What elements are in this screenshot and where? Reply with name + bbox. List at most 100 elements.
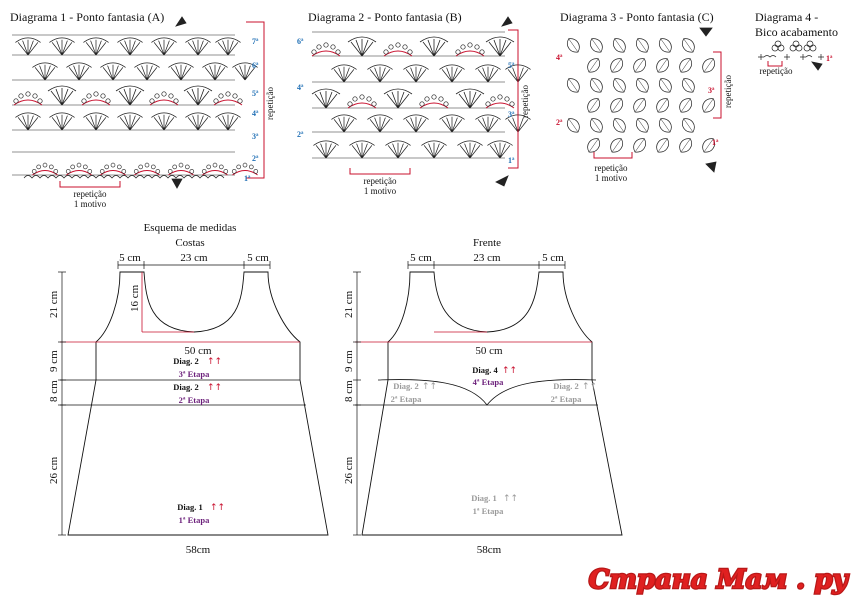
diagram-3-motif-label: 1 motivo	[595, 173, 628, 183]
leaf-motif	[630, 135, 650, 156]
leaf-motif	[586, 75, 606, 96]
leaf-motif	[676, 135, 696, 156]
front-height-4: 26 cm	[343, 456, 355, 484]
back-height-4: 26 cm	[48, 456, 60, 484]
front-strap-left-measure: 5 cm	[410, 252, 432, 264]
row-label: 1ª	[244, 174, 251, 183]
leaf-motif	[676, 95, 696, 116]
diagram-1-motif-label: 1 motivo	[74, 199, 107, 209]
leaf-motif	[607, 95, 627, 116]
front-section-2-right-etapa: 2ª Etapa	[551, 394, 582, 404]
leaf-motif	[632, 35, 652, 56]
fan-motif	[475, 64, 501, 83]
back-neck-width-measure: 23 cm	[180, 252, 208, 264]
leaf-motif	[586, 115, 606, 136]
shell-motif	[81, 91, 111, 106]
diagram-3-title: Diagrama 3 - Ponto fantasia (C)	[560, 10, 714, 24]
front-height-2: 9 cm	[343, 350, 355, 372]
diagram-2-repeat-label: repetição	[364, 176, 397, 186]
front-outline	[361, 271, 623, 536]
front-section-2-right-diag: Diag. 2	[553, 381, 579, 391]
fan-motif	[347, 36, 377, 57]
back-label: Costas	[175, 237, 204, 249]
fan-motif	[47, 85, 77, 106]
leaf-motif	[563, 115, 583, 136]
leaf-motif	[653, 55, 673, 76]
diagram-1-repeat-side: repetição	[265, 87, 275, 120]
leaf-motif	[586, 35, 606, 56]
leaf-motif	[607, 55, 627, 76]
shell-motif	[99, 162, 127, 176]
leaf-motif	[607, 135, 627, 156]
leaf-motif	[655, 35, 675, 56]
leaf-motif	[630, 95, 650, 116]
back-strap-left-measure: 5 cm	[119, 252, 141, 264]
fan-motif	[331, 114, 357, 133]
leaf-motif	[678, 115, 698, 136]
front-section-4-etapa: 4ª Etapa	[473, 377, 504, 387]
leaf-motif	[632, 75, 652, 96]
arrows-icon: ↑↑	[422, 382, 437, 392]
back-outline	[67, 271, 329, 536]
shell-motif	[485, 94, 515, 109]
front-height-3: 8 cm	[343, 380, 355, 402]
diagram-3-repeat-side: repetição	[723, 75, 733, 108]
leaf-motif	[563, 75, 583, 96]
leaf-motif	[653, 95, 673, 116]
arrows-icon: ↑↑	[210, 503, 225, 513]
leaf-motif	[676, 95, 696, 116]
back-height-2: 9 cm	[48, 350, 60, 372]
row-label: 4ª	[556, 53, 563, 62]
leaf-motif	[607, 135, 627, 156]
fan-motif	[421, 140, 447, 159]
shell-motif	[419, 94, 449, 109]
shell-motif	[311, 42, 341, 57]
shell-motif	[213, 91, 243, 106]
fan-motif	[457, 140, 483, 159]
leaf-motif	[653, 95, 673, 116]
arrow-icon	[495, 16, 513, 187]
svg-text:Страна Мам . ру: Страна Мам . ру	[589, 565, 850, 595]
fan-motif	[100, 62, 126, 81]
leaf-motif	[655, 115, 675, 136]
leaf-motif	[630, 55, 650, 76]
fan-motif	[485, 36, 515, 57]
leaf-motif	[609, 35, 629, 56]
fan-motif	[367, 114, 393, 133]
fan-motif	[419, 36, 449, 57]
leaf-motif	[632, 75, 652, 96]
fan-motif	[134, 62, 160, 81]
fan-motif	[15, 112, 41, 131]
fan-motif	[475, 114, 501, 133]
fan-motif	[83, 37, 109, 56]
leaf-motif	[609, 115, 629, 136]
schema-back: Costas 5 cm 23 cm 5 cm 16 cm 50 cm 58cm …	[48, 237, 329, 556]
leaf-motif	[630, 55, 650, 76]
leaf-motif	[563, 115, 583, 136]
watermark-text: Страна Мам . ру	[589, 565, 850, 595]
arrow-icon	[699, 27, 717, 173]
leaf-motif	[584, 95, 604, 116]
fan-motif	[367, 64, 393, 83]
front-width-measure: 50 cm	[475, 345, 503, 357]
fan-motif	[311, 88, 341, 109]
leaf-motif	[699, 95, 719, 116]
leaf-motif	[655, 35, 675, 56]
fan-motif	[15, 37, 41, 56]
back-neck-depth-measure: 16 cm	[129, 284, 141, 312]
row-label: 1ª	[712, 138, 719, 147]
leaf-motif	[676, 55, 696, 76]
leaf-motif	[630, 135, 650, 156]
leaf-motif	[699, 95, 719, 116]
row-label: 2ª	[297, 130, 304, 139]
fan-motif	[215, 112, 241, 131]
fan-motif	[117, 37, 143, 56]
arrows-icon: ↑↑	[503, 494, 518, 504]
diagram-3-repeat-label: repetição	[595, 163, 628, 173]
fan-motif	[439, 64, 465, 83]
fan-motif	[168, 62, 194, 81]
leaf-motif	[609, 75, 629, 96]
leaf-motif	[678, 35, 698, 56]
leaf-motif	[607, 95, 627, 116]
